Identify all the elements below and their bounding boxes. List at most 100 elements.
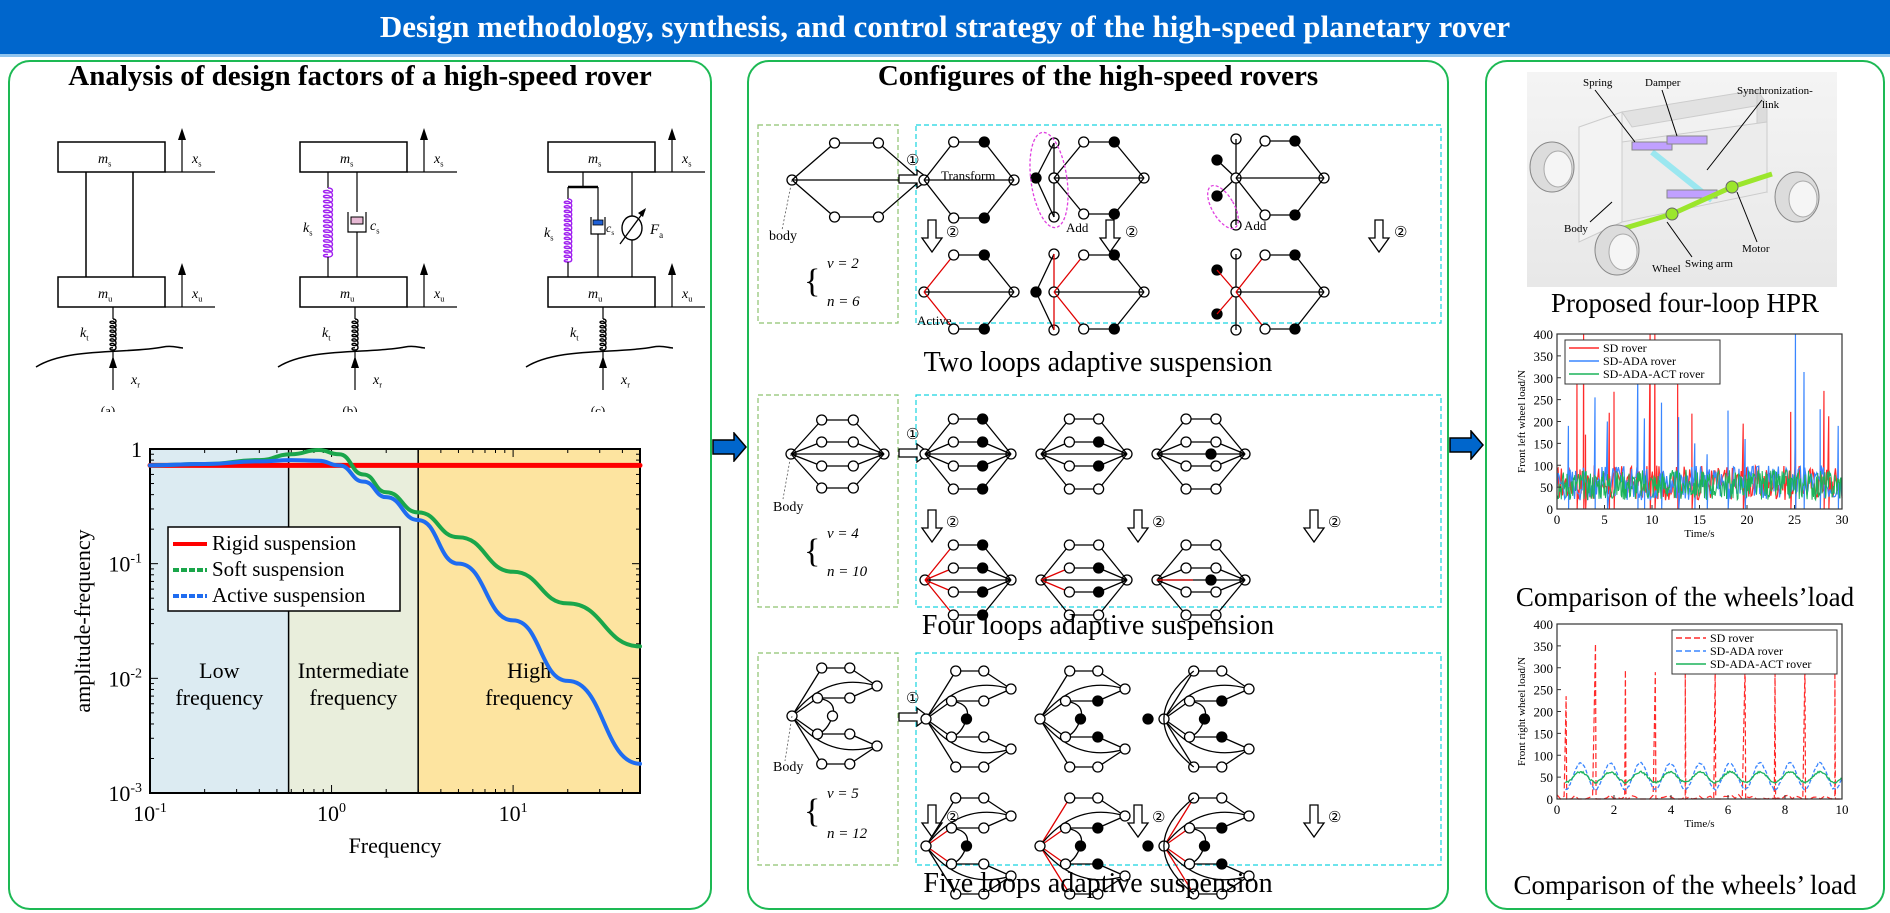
joint-node (1183, 858, 1196, 870)
y-tick-label: 0 (1547, 792, 1554, 807)
edge (925, 684, 1012, 720)
edge (925, 718, 957, 768)
active-joint-node (1142, 840, 1154, 852)
region-label-line2: frequency (485, 685, 573, 710)
joint-node (978, 731, 990, 743)
sprung-mass-box (547, 141, 656, 173)
xs-label: xs (433, 152, 443, 169)
edge (925, 845, 957, 895)
active-joint-node (1092, 822, 1104, 834)
damper-piston (350, 216, 364, 225)
step-2-marker: ② (1328, 810, 1341, 826)
sprung-mass-label: ms (98, 152, 111, 169)
active-joint-node (1216, 695, 1228, 707)
wheel-hub (1788, 180, 1818, 218)
joint-node (1243, 743, 1255, 755)
brace: { (804, 793, 820, 830)
edge (923, 141, 955, 181)
edge (791, 179, 835, 218)
y-tick-label: 100 (1534, 458, 1554, 473)
leader-line (782, 453, 792, 500)
edge (925, 811, 1012, 847)
joint-node (1005, 743, 1017, 755)
x-tick-label: 5 (1601, 512, 1608, 527)
rover-label-sync: Synchronization- (1737, 85, 1813, 97)
joint-node (1210, 413, 1222, 425)
joint-node (978, 695, 990, 707)
edge (1215, 418, 1246, 455)
edge (791, 681, 878, 717)
active-joint-node (1108, 136, 1120, 148)
joint-node (978, 792, 990, 804)
unsprung-mass-box (299, 276, 408, 308)
edge (1163, 811, 1250, 847)
sprung-mass-box (57, 141, 166, 173)
joint-node (920, 713, 932, 725)
joint-node (1063, 562, 1076, 574)
joint-node (1063, 460, 1076, 472)
active-joint-node (1289, 209, 1301, 221)
region-low (150, 449, 289, 793)
arrow-icon (638, 208, 646, 217)
joint-node (828, 211, 841, 223)
joint-node (1005, 870, 1017, 882)
joint-node (1243, 870, 1255, 882)
edge (1040, 418, 1070, 455)
series-active-suspension (148, 458, 642, 766)
five-loops-caption: Five loops adaptive suspension (923, 868, 1273, 899)
edge (1294, 291, 1325, 330)
joint-node (1005, 810, 1017, 822)
rover-label-damper: Damper (1645, 77, 1681, 89)
joint-node (811, 692, 824, 704)
joint-node (948, 323, 960, 335)
edge (1163, 845, 1250, 881)
edge (983, 254, 1015, 293)
xs-label: xs (681, 152, 691, 169)
joint-node (816, 482, 828, 494)
joint-node (1059, 731, 1072, 743)
wheel-hub (1543, 150, 1573, 188)
edge (1035, 142, 1055, 179)
y-tick-label: 100 (1534, 748, 1554, 763)
joint-node (1180, 539, 1192, 551)
edge (1215, 544, 1246, 581)
middle-panel-title: Configures of the high-speed rovers (877, 60, 1319, 92)
v-value: v = 5 (827, 786, 859, 802)
middle-panel: Configures of the high-speed rovers body… (747, 60, 1449, 910)
joint-node (947, 609, 960, 621)
edge (1113, 141, 1145, 179)
edge (1113, 177, 1145, 215)
joint-node (1064, 761, 1076, 773)
series-sd-ada-rover (1565, 761, 1843, 792)
motor (1725, 180, 1739, 194)
edge (1039, 718, 1126, 754)
active-joint-node (1289, 323, 1301, 335)
joint-node (978, 665, 990, 677)
edge (1156, 579, 1187, 616)
region-high (418, 449, 640, 793)
edge (1035, 253, 1055, 293)
joint-node (948, 212, 960, 224)
joint-node (1180, 460, 1192, 472)
callout-line (1661, 89, 1678, 137)
step-2-marker: ② (946, 515, 959, 531)
body-label: body (769, 229, 797, 244)
y-tick-label: 10-2 (108, 666, 142, 691)
n-value: n = 12 (827, 826, 868, 842)
active-joint-node (1108, 249, 1120, 261)
arrow-up-icon (109, 356, 117, 368)
rover-label-body: Body (1564, 223, 1588, 235)
active-joint-node (976, 460, 989, 472)
model-label: (c) (591, 403, 605, 412)
joint-node (1063, 413, 1076, 425)
region-intermediate (288, 449, 419, 793)
y-tick-label: 10-3 (108, 781, 142, 806)
edge (852, 419, 885, 455)
derived-graph-frame (915, 124, 1442, 324)
edge (923, 179, 955, 219)
edge (790, 419, 823, 455)
y-tick-label: 10-1 (108, 552, 142, 577)
xu-label: xu (433, 287, 445, 304)
rover-label-spring: Spring (1583, 77, 1613, 89)
